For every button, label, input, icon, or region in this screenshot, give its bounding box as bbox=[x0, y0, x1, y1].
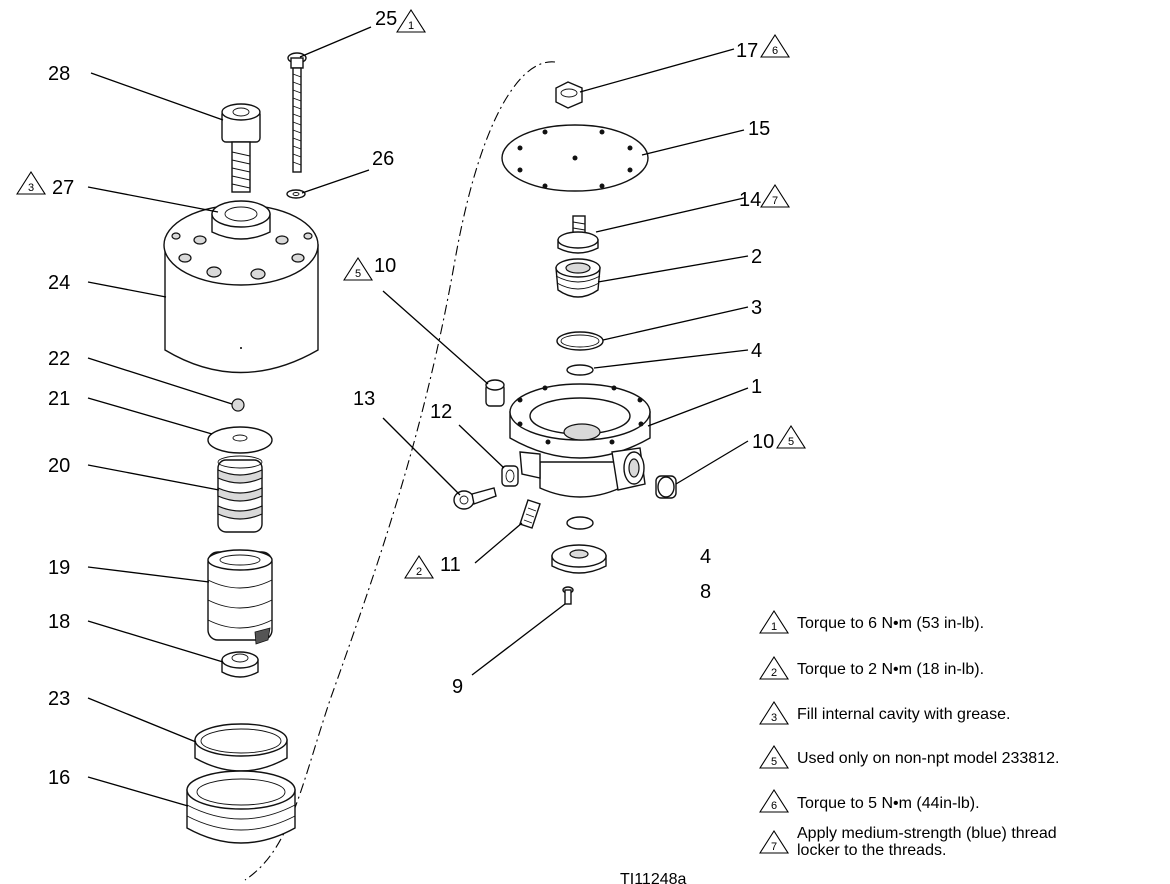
note-2: 2 Torque to 2 N•m (18 in-lb). bbox=[758, 655, 984, 680]
svg-text:2: 2 bbox=[416, 566, 422, 578]
part-1-regulator-body bbox=[509, 383, 651, 498]
part-25-long-bolt bbox=[287, 52, 307, 173]
label-part-16: 16 bbox=[48, 767, 70, 789]
part-19-outer-spring bbox=[207, 549, 273, 645]
label-part-13: 13 bbox=[353, 388, 375, 410]
svg-text:7: 7 bbox=[772, 195, 778, 207]
label-part-18: 18 bbox=[48, 611, 70, 633]
svg-text:1: 1 bbox=[408, 20, 414, 32]
note-3: 3 Fill internal cavity with grease. bbox=[758, 700, 1010, 725]
part-10-fitting-left bbox=[485, 379, 505, 407]
svg-text:5: 5 bbox=[355, 268, 361, 280]
note-5-text: Used only on non-npt model 233812. bbox=[797, 750, 1059, 767]
part-23-ring bbox=[194, 723, 288, 772]
note-6-text: Torque to 5 N•m (44in-lb). bbox=[797, 795, 980, 812]
part-12-bushing bbox=[501, 465, 519, 487]
svg-text:5: 5 bbox=[771, 756, 777, 768]
svg-text:6: 6 bbox=[771, 800, 777, 812]
part-22-ball bbox=[231, 398, 245, 412]
label-part-22: 22 bbox=[48, 348, 70, 370]
note-marker-7-on-part-14: 7 bbox=[759, 183, 791, 208]
part-21-spring-seat bbox=[207, 426, 273, 454]
note-3-text: Fill internal cavity with grease. bbox=[797, 706, 1010, 723]
label-part-15: 15 bbox=[748, 118, 770, 140]
label-part-20: 20 bbox=[48, 455, 70, 477]
label-part-10-left: 10 bbox=[374, 255, 396, 277]
note-2-text: Torque to 2 N•m (18 in-lb). bbox=[797, 661, 984, 678]
label-part-27: 27 bbox=[52, 177, 74, 199]
part-17-nut bbox=[555, 81, 583, 109]
note-marker-2-on-part-11: 2 bbox=[403, 554, 435, 579]
part-20-inner-spring bbox=[217, 455, 263, 533]
note-marker-6-on-part-17: 6 bbox=[759, 33, 791, 58]
part-10-fitting-right bbox=[655, 475, 677, 499]
note-marker-3-on-part-27: 3 bbox=[15, 170, 47, 195]
svg-text:3: 3 bbox=[28, 182, 34, 194]
label-part-26: 26 bbox=[372, 148, 394, 170]
label-part-19: 19 bbox=[48, 557, 70, 579]
note-marker-5-on-part-10-left: 5 bbox=[342, 256, 374, 281]
part-26-washer bbox=[286, 189, 306, 199]
label-part-10-right: 10 bbox=[752, 431, 774, 453]
note-marker-5-on-part-10-right: 5 bbox=[775, 424, 807, 449]
notes-legend: 1 Torque to 6 N•m (53 in-lb). 2 Torque t… bbox=[758, 609, 1059, 859]
part-24-spring-housing bbox=[163, 204, 319, 374]
svg-text:1: 1 bbox=[771, 621, 777, 633]
label-part-17: 17 bbox=[736, 40, 758, 62]
label-part-14: 14 bbox=[739, 189, 761, 211]
label-part-28: 28 bbox=[48, 63, 70, 85]
note-1: 1 Torque to 6 N•m (53 in-lb). bbox=[758, 609, 984, 634]
note-1-text: Torque to 6 N•m (53 in-lb). bbox=[797, 615, 984, 632]
label-part-11: 11 bbox=[440, 554, 461, 576]
part-27-housing-boss bbox=[211, 200, 271, 240]
note-7-text-line-2: locker to the threads. bbox=[797, 842, 946, 859]
part-13-bolt bbox=[453, 487, 497, 510]
label-part-24: 24 bbox=[48, 272, 70, 294]
svg-text:7: 7 bbox=[771, 841, 777, 853]
svg-text:6: 6 bbox=[772, 45, 778, 57]
assembly-path-line bbox=[244, 61, 556, 881]
note-7-text-line-1: Apply medium-strength (blue) thread bbox=[797, 825, 1057, 842]
label-part-1: 1 bbox=[751, 376, 762, 398]
label-part-12: 12 bbox=[430, 401, 452, 423]
label-part-21: 21 bbox=[48, 388, 70, 410]
part-11-set-screw bbox=[519, 499, 541, 529]
part-14-stud bbox=[557, 215, 599, 254]
label-part-23: 23 bbox=[48, 688, 70, 710]
part-28-cap-screw bbox=[221, 103, 261, 193]
figure-id: TI11248a bbox=[620, 871, 687, 884]
label-part-2: 2 bbox=[751, 246, 762, 268]
note-6: 6 Torque to 5 N•m (44in-lb). bbox=[758, 788, 980, 813]
label-part-9: 9 bbox=[452, 676, 463, 698]
part-3-o-ring-inner bbox=[560, 334, 600, 348]
svg-text:5: 5 bbox=[788, 436, 794, 448]
svg-text:2: 2 bbox=[771, 667, 777, 679]
note-5: 5 Used only on non-npt model 233812. bbox=[758, 744, 1059, 769]
part-2-valve-seat bbox=[555, 258, 601, 298]
part-15-diaphragm-plate bbox=[501, 124, 649, 192]
svg-text:3: 3 bbox=[771, 712, 777, 724]
label-part-3: 3 bbox=[751, 297, 762, 319]
label-part-4: 4 bbox=[751, 340, 762, 362]
part-9-screw bbox=[562, 586, 574, 605]
label-part-25: 25 bbox=[375, 8, 397, 30]
leader-lines bbox=[87, 26, 749, 807]
part-4-lower-o-ring bbox=[566, 516, 594, 530]
note-7: 7 Apply medium-strength (blue) thread lo… bbox=[758, 825, 1057, 859]
part-16-base-cap bbox=[186, 770, 296, 844]
note-marker-1-on-part-25: 1 bbox=[395, 8, 427, 33]
part-4-o-ring bbox=[566, 364, 594, 376]
label-part-8: 8 bbox=[700, 581, 711, 603]
part-8-bottom-cap bbox=[551, 544, 607, 574]
label-part-4-lower: 4 bbox=[700, 546, 711, 568]
part-18-spring-guide bbox=[221, 651, 259, 678]
